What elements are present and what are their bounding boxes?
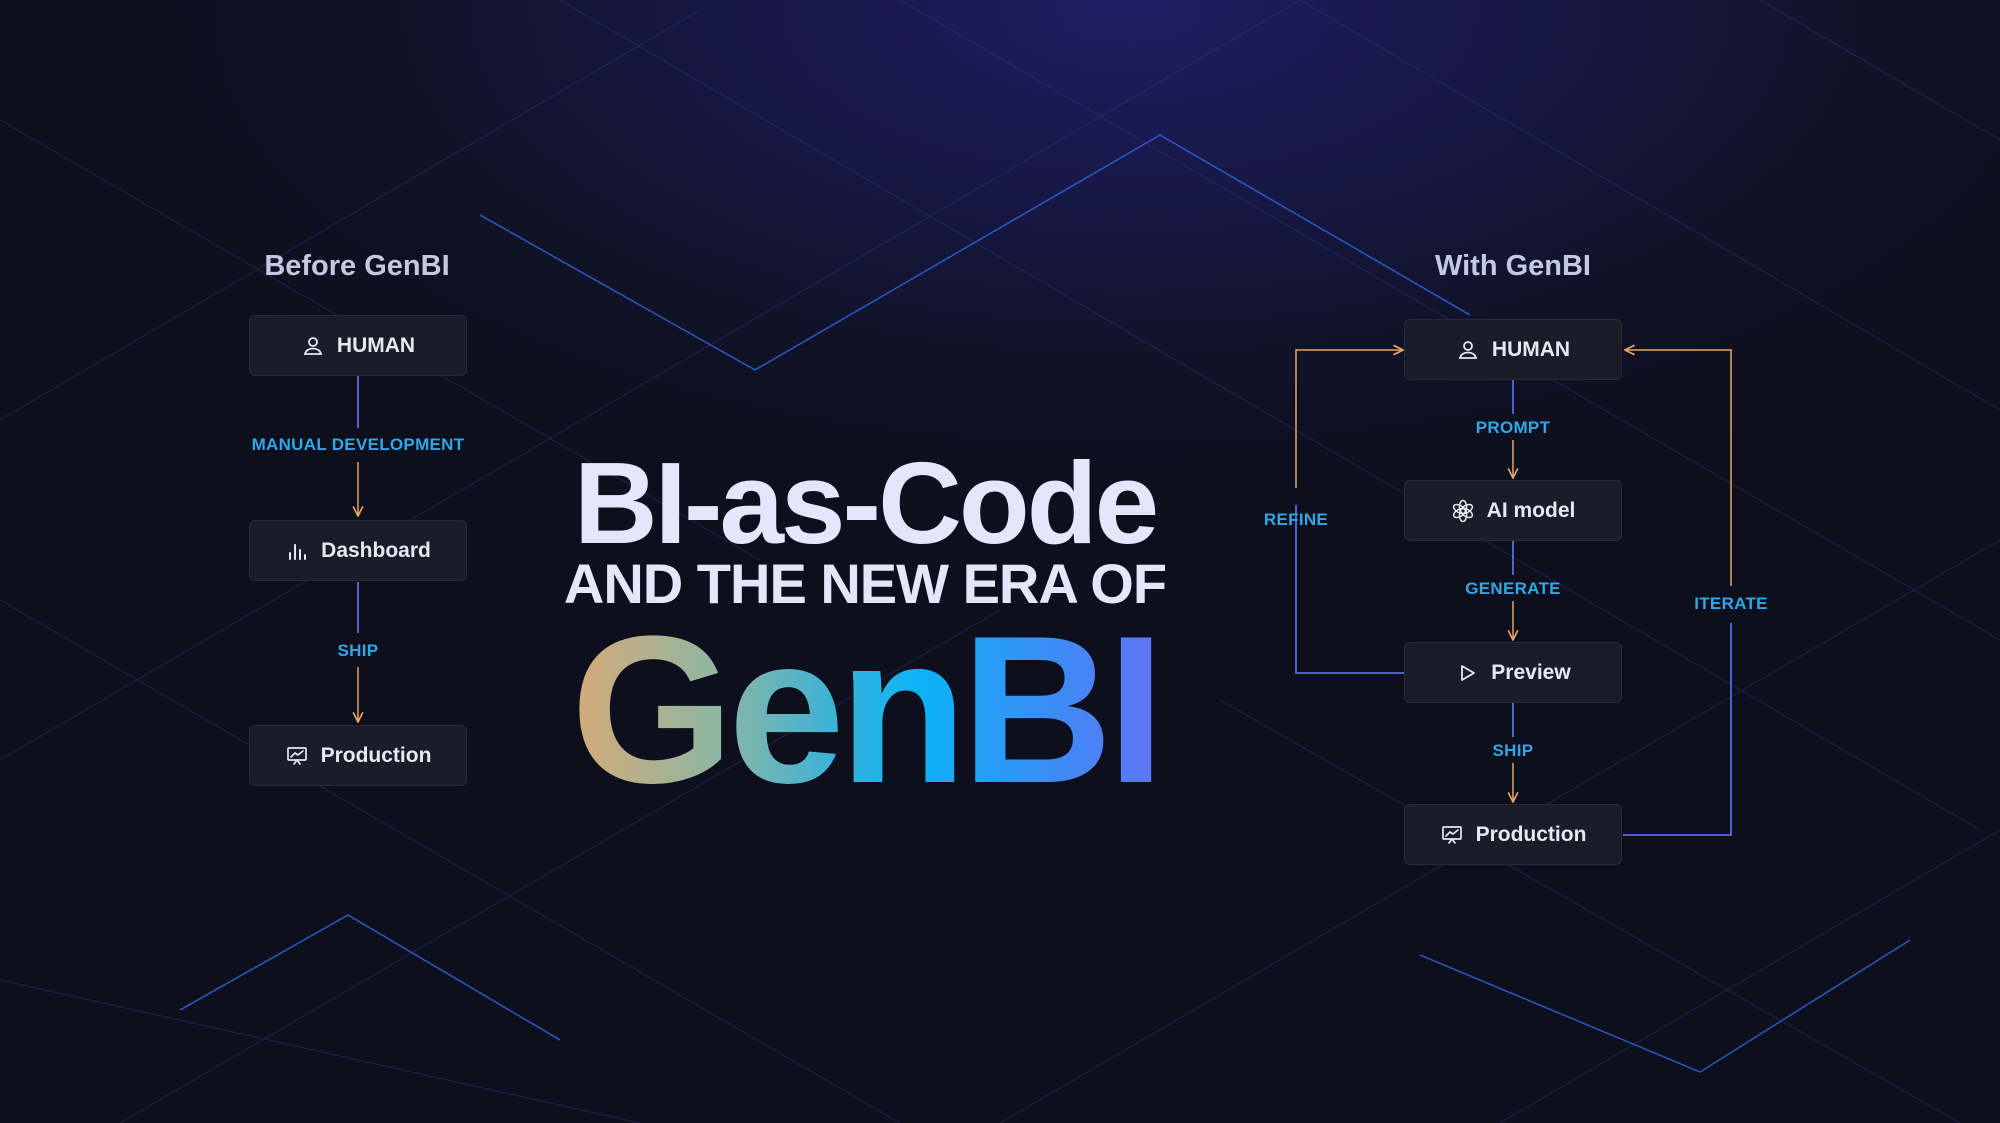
- with-node-ai-model-label: AI model: [1486, 498, 1576, 522]
- before-genbi-title: Before GenBI: [264, 250, 450, 282]
- with-node-preview-label: Preview: [1491, 660, 1571, 684]
- openai-icon: [1452, 499, 1473, 522]
- presentation-icon: [286, 746, 307, 765]
- iterate-loop-connector: [1623, 350, 1732, 836]
- user-icon: [303, 336, 323, 355]
- before-node-production: Production: [249, 725, 467, 786]
- before-node-human: HUMAN: [249, 315, 467, 376]
- hero-title-line1: BI-as-Code: [573, 438, 1159, 568]
- iterate-loop-label: ITERATE: [1694, 594, 1768, 613]
- with-edge-label-ship: SHIP: [1492, 741, 1534, 760]
- with-node-human: HUMAN: [1404, 319, 1622, 380]
- before-node-dashboard: Dashboard: [249, 520, 467, 581]
- before-node-human-label: HUMAN: [336, 333, 416, 357]
- with-node-production: Production: [1404, 804, 1622, 865]
- before-node-production-label: Production: [320, 743, 432, 767]
- with-edge-label-prompt: PROMPT: [1475, 418, 1551, 437]
- before-node-dashboard-label: Dashboard: [321, 538, 431, 562]
- with-node-preview: Preview: [1404, 642, 1622, 703]
- play-icon: [1461, 664, 1476, 681]
- refine-loop-connector: [1295, 350, 1404, 674]
- before-edge-label-manual-development: MANUAL DEVELOPMENT: [251, 435, 465, 454]
- bar-chart-icon: [289, 543, 307, 560]
- with-node-ai-model: AI model: [1404, 480, 1622, 541]
- before-edge-label-ship: SHIP: [337, 641, 379, 660]
- presentation-icon: [1441, 825, 1462, 844]
- hero-title-line2: AND THE NEW ERA OF: [563, 552, 1167, 615]
- refine-loop-label: REFINE: [1263, 510, 1329, 529]
- with-node-human-label: HUMAN: [1491, 337, 1571, 361]
- with-edge-label-generate: GENERATE: [1465, 579, 1561, 598]
- user-icon: [1458, 340, 1478, 359]
- hero-title-genbi: GenBI: [530, 599, 1200, 821]
- with-genbi-title: With GenBI: [1434, 250, 1591, 282]
- with-node-production-label: Production: [1475, 822, 1587, 846]
